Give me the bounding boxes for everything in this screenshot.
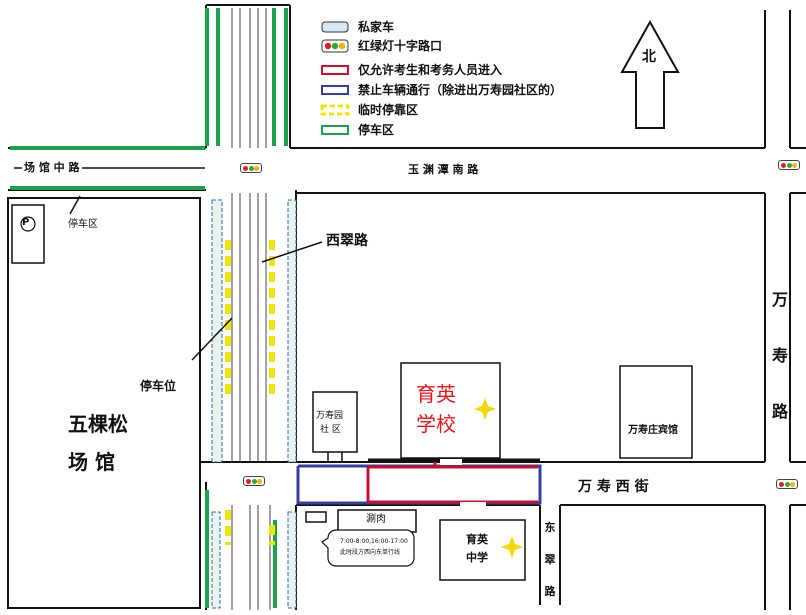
road-label-wanshou-xi: 万 寿 西 街 — [578, 479, 649, 495]
legend-label-exam-only: 仅允许考生和考务人员进入 — [358, 63, 503, 77]
road-label-yuyuantan-nan: 玉 渊 潭 南 路 — [408, 163, 479, 176]
traffic-light-icon — [243, 476, 265, 486]
parking-symbol-circle — [20, 216, 36, 232]
legend-label-temp-stop: 临时停靠区 — [358, 103, 419, 117]
legend-swatches — [320, 21, 350, 135]
road-label-dongcui-char: 东 — [544, 521, 556, 534]
parking-symbol: P — [22, 217, 30, 228]
lane-markings — [231, 8, 271, 610]
wukesong-label-line2: 场 馆 — [68, 450, 115, 474]
middle-school-label-line1: 育英 — [466, 533, 488, 546]
legend-label-parking: 停车区 — [358, 123, 395, 137]
traffic-light-icon — [776, 479, 798, 489]
parked-cars — [211, 199, 297, 609]
wanshouyuan-label-line1: 万寿园 — [316, 411, 344, 421]
entrance-gaps — [440, 459, 486, 508]
middle-school-star — [501, 536, 523, 558]
yuying-school-label-line2: 学校 — [416, 412, 456, 436]
yuying-school-label-line1: 育英 — [416, 382, 456, 406]
wanshouyuan-label-line2: 社 区 — [320, 425, 341, 435]
middle-school-label-line2: 中学 — [466, 551, 488, 564]
road-label-wanshou: 万 寿 路 — [770, 272, 790, 440]
legend-label-no-vehicles: 禁止车辆通行（除进出万寿园社区的） — [358, 83, 563, 97]
legend-label-traffic-light: 红绿灯十字路口 — [358, 39, 443, 53]
parking-area-label: 停车区 — [68, 219, 98, 230]
green-parking-lines — [10, 8, 288, 608]
hutong-label: 涮肉 — [366, 514, 386, 525]
red-route — [366, 462, 538, 504]
temp-stop-areas — [225, 240, 275, 545]
wukesong-label-line1: 五棵松 — [68, 412, 128, 436]
buildings — [11, 204, 693, 581]
north-label: 北 — [642, 49, 656, 65]
school-star — [474, 398, 496, 420]
pointer-lines — [14, 167, 323, 361]
note-line1: 7:00-8:00,16:00-17:00 — [340, 538, 408, 545]
road-label-dongcui-char: 路 — [544, 585, 556, 598]
road-label-dongcui: 东 翠 路 — [542, 512, 558, 608]
traffic-light-icon — [240, 163, 262, 173]
road-label-wanshou-char: 路 — [771, 402, 788, 421]
road-label-changguan-zhong: 场 馆 中 路 — [22, 161, 82, 174]
legend-label-private-car: 私家车 — [358, 20, 395, 34]
road-label-xicui: 西翠路 — [326, 233, 368, 249]
community-entrance — [327, 452, 343, 462]
road-label-wanshou-char: 万 — [771, 290, 788, 309]
note-line2: 此时段方西向东单行线 — [340, 549, 401, 556]
traffic-light-icon — [778, 160, 800, 170]
road-label-wanshou-char: 寿 — [771, 346, 788, 365]
hotel-label: 万寿庄宾馆 — [628, 425, 678, 436]
blue-route — [296, 464, 542, 505]
north-arrow — [620, 19, 680, 129]
road-label-dongcui-char: 翠 — [544, 553, 556, 566]
note-bubble — [321, 529, 415, 567]
parking-spots-label: 停车位 — [140, 379, 177, 393]
